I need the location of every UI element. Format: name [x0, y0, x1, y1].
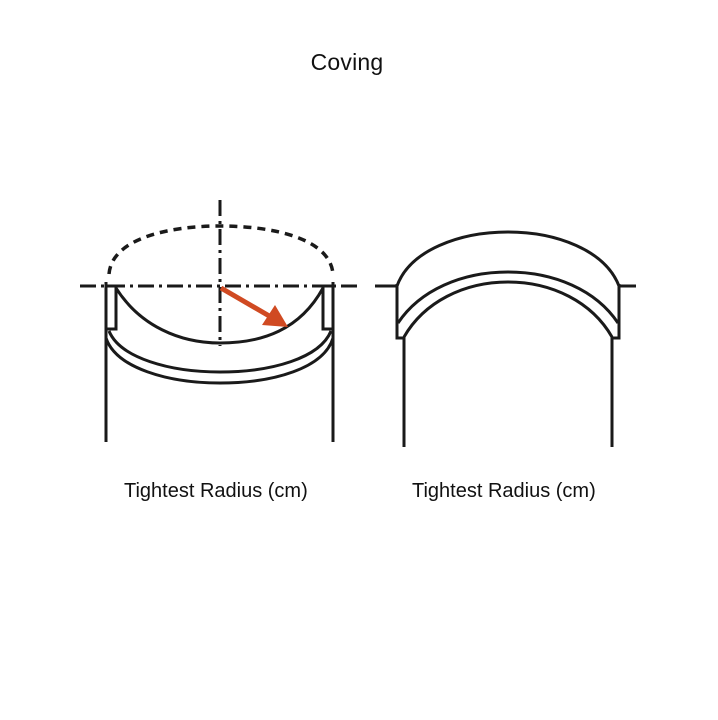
coving-back-arc-upper [107, 330, 333, 374]
coving-inner-arc-upper [396, 270, 620, 324]
right-figure-caption: Tightest Radius (cm) [412, 480, 596, 502]
internal-coving-figure [80, 200, 362, 442]
radius-arrow [219, 285, 288, 327]
external-coving-figure [375, 230, 636, 447]
projected-radius-dotted-arc [107, 224, 335, 275]
left-side-face [395, 284, 406, 447]
right-side-face [610, 284, 621, 447]
coving-outer-arc [395, 230, 621, 287]
coving-inner-arc-lower [402, 280, 614, 338]
diagram-title: Coving [310, 49, 384, 75]
coving-back-arc-lower [104, 337, 335, 385]
left-figure-caption: Tightest Radius (cm) [124, 480, 308, 502]
left-wall-tab [106, 284, 118, 331]
coving-inner-arc [114, 287, 325, 345]
right-wall-tab [321, 284, 333, 331]
